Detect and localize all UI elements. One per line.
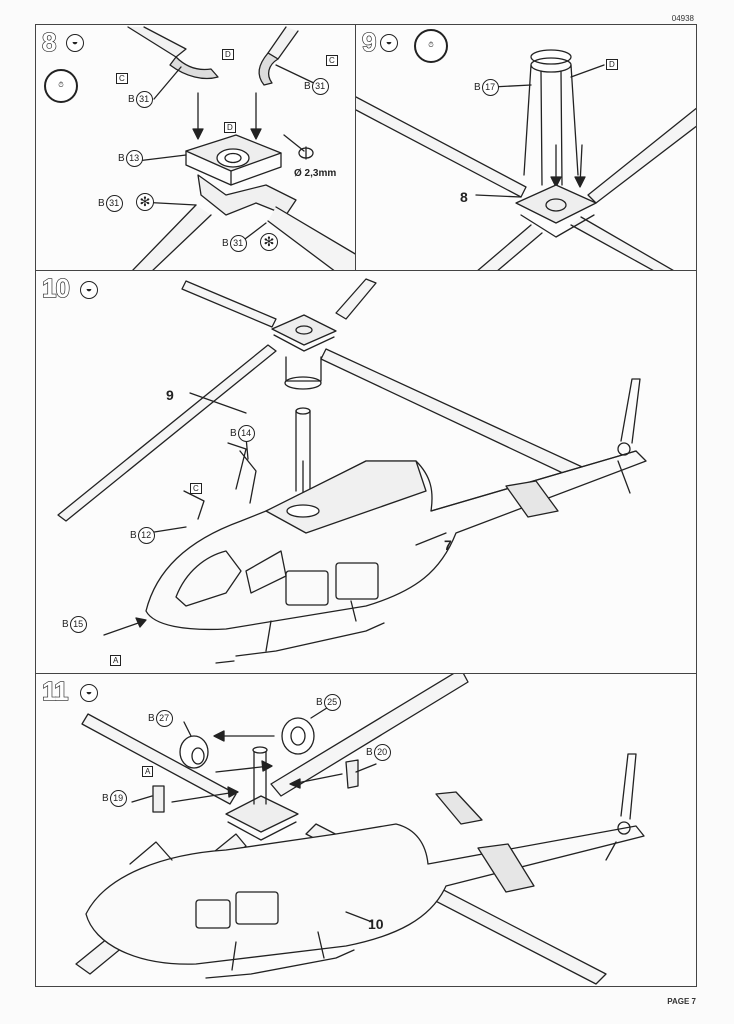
decal-flag: D [222,49,234,60]
clock-icon: ⏱ [44,69,78,103]
step-number: 8 [41,26,57,57]
glue-tube-icon: ◒ [380,34,398,52]
reference-number: 10 [368,916,384,932]
cement-symbol-icon: ✻ [136,193,154,211]
decal-flag: A [110,655,122,666]
step-9-drawing [356,49,696,270]
step-11-drawing [75,674,645,985]
step-10-drawing [57,278,647,664]
decal-flag: D [606,59,618,70]
glue-tube-icon: ◒ [80,684,98,702]
step-number: 10 [41,272,70,303]
reference-number: 9 [166,387,174,403]
reference-number: 7 [444,537,452,553]
page-number: PAGE 7 [667,997,696,1006]
decal-flag: C [326,55,338,66]
step-number: 11 [41,675,69,706]
step-8-drawing [127,26,355,270]
reference-number: 8 [460,189,468,205]
decal-flag: A [142,766,154,777]
decal-flag: D [224,122,236,133]
step-number: 9 [361,26,377,57]
glue-tube-icon: ◒ [80,281,98,299]
cement-symbol-icon: ✻ [260,233,278,251]
decal-flag: C [116,73,128,84]
clock-icon: ⏱ [414,29,448,63]
decal-flag: C [190,483,202,494]
glue-tube-icon: ◒ [66,34,84,52]
drill-size-label: Ø 2,3mm [294,168,337,179]
document-code: 04938 [671,14,694,23]
